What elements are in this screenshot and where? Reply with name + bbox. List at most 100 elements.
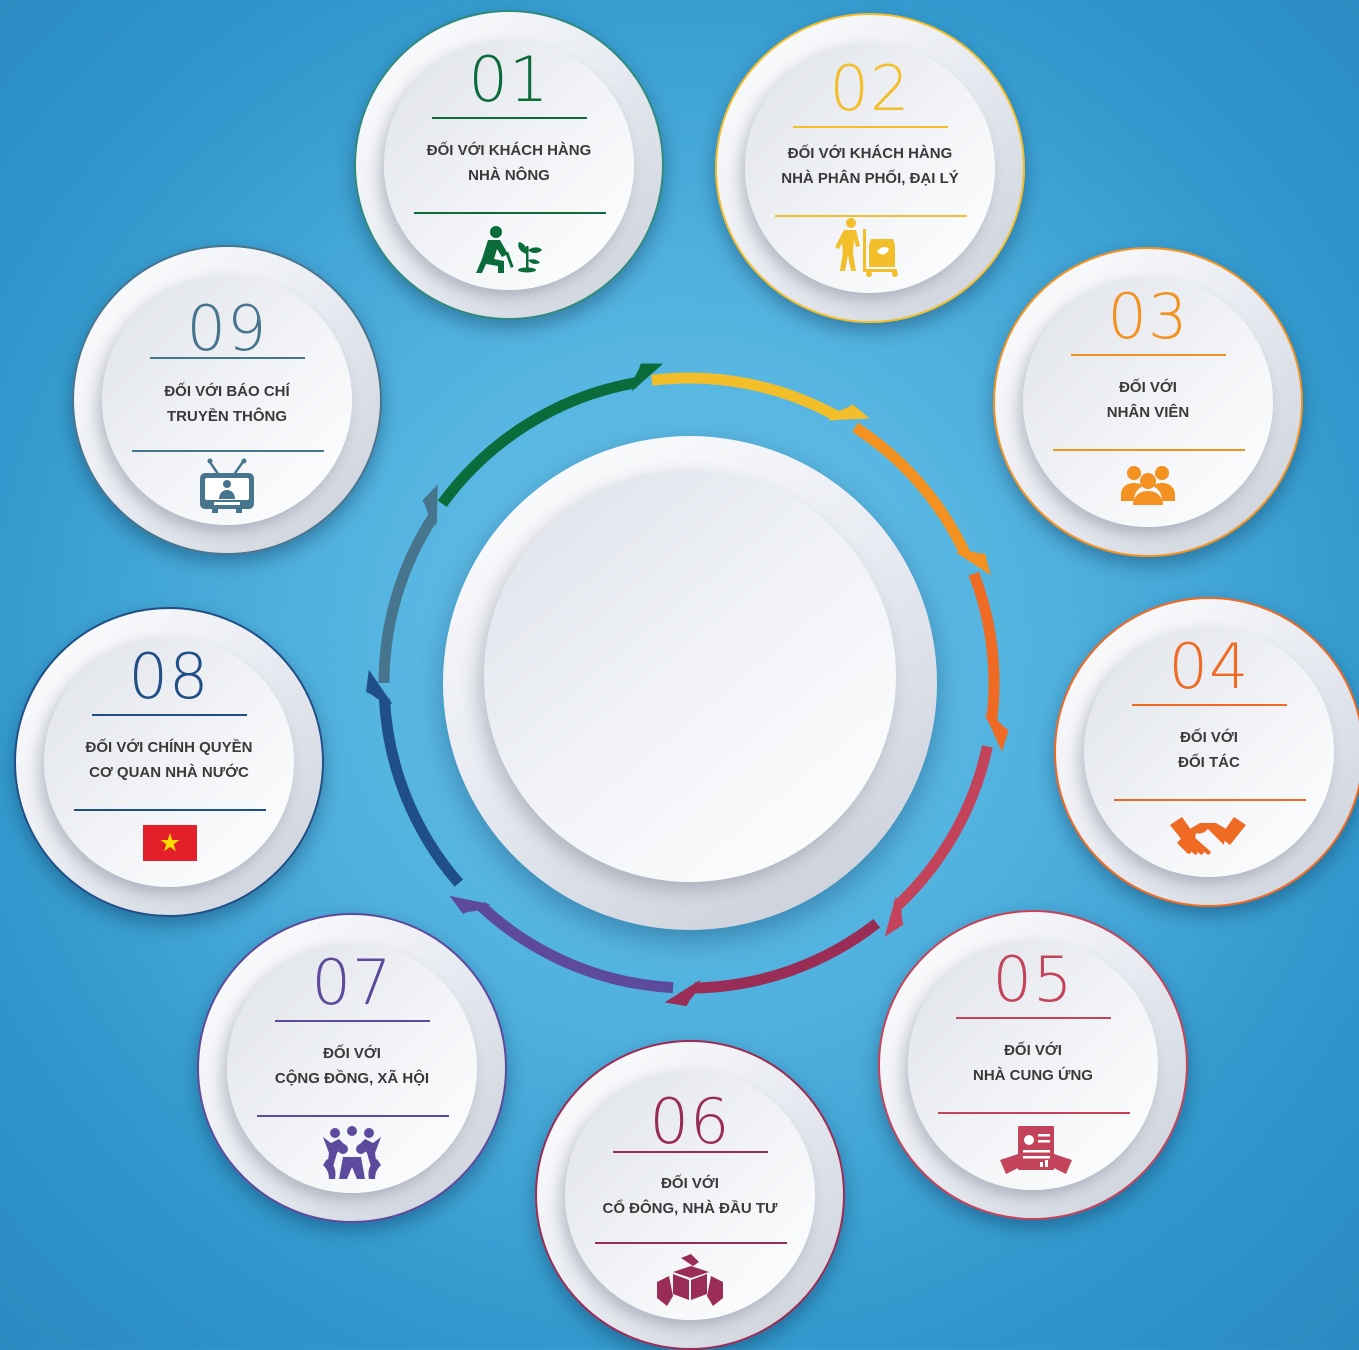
node-03: 03 ĐỐI VỚI NHÂN VIÊN (993, 247, 1303, 557)
people-group-icon (1121, 466, 1175, 505)
number-underline (275, 1020, 430, 1022)
arrow-04 (968, 571, 1009, 752)
title-line: ĐỐI VỚI (661, 1175, 719, 1192)
arrow-05-bend (893, 905, 902, 920)
title-line: ĐỐI VỚI (1119, 379, 1177, 396)
arrow-09 (378, 484, 438, 684)
number-underline (1071, 354, 1226, 356)
title-line: NHÀ PHÂN PHỐI, ĐẠI LÝ (781, 170, 959, 187)
node-number: 05 (992, 943, 1074, 1016)
number-underline (92, 714, 247, 716)
arrow-07-bend (467, 902, 482, 912)
node-title: ĐỐI VỚI KHÁCH HÀNG NHÀ NÔNG (374, 138, 644, 188)
node-09: 09 ĐỐI VỚI BÁO CHÍ TRUYỀN THÔNG (72, 245, 382, 555)
title-line: ĐỐI TÁC (1178, 754, 1240, 771)
arrow-03-shaft (852, 422, 971, 557)
node-07: 07 ĐỐI VỚI CỘNG ĐỒNG, XÃ HỘI (197, 913, 507, 1223)
node-title: ĐỐI VỚI ĐỐI TÁC (1074, 725, 1344, 775)
title-divider (257, 1115, 449, 1117)
node-number: 06 (649, 1085, 731, 1158)
arrow-05 (884, 745, 993, 937)
node-number: 09 (186, 292, 268, 365)
arrow-01-shaft (437, 377, 637, 507)
arrow-05-shaft (893, 745, 993, 911)
node-face (384, 40, 634, 290)
number-underline (432, 117, 587, 119)
arrow-03-head (955, 552, 991, 576)
title-line: NHÂN VIÊN (1106, 404, 1190, 421)
node-face (565, 1070, 815, 1320)
node-01: 01 ĐỐI VỚI KHÁCH HÀNG NHÀ NÔNG (354, 10, 664, 320)
title-line: ĐỐI VỚI (1004, 1042, 1062, 1059)
title-divider (595, 1242, 787, 1244)
node-title: ĐỐI VỚI CHÍNH QUYỀN CƠ QUAN NHÀ NƯỚC (34, 735, 304, 785)
node-05: 05 ĐỐI VỚI NHÀ CUNG ỨNG (878, 910, 1188, 1220)
title-line: CỘNG ĐỒNG, XÃ HỘI (274, 1070, 430, 1087)
title-divider (1114, 799, 1306, 801)
arrow-01 (437, 363, 664, 507)
arrow-04-shaft (968, 571, 1000, 721)
title-divider (74, 809, 266, 811)
vietnam-flag-icon (143, 825, 197, 861)
arrow-03-bend (964, 550, 979, 562)
arrow-02 (651, 372, 870, 422)
arrow-09-shaft (378, 513, 438, 684)
arrow-04-bend (988, 717, 1004, 733)
node-02: 02 ĐỐI VỚI KHÁCH HÀNG NHÀ PHÂN PHỐI, ĐẠI… (715, 13, 1025, 323)
title-divider (414, 212, 606, 214)
title-divider (938, 1112, 1130, 1114)
title-divider (775, 215, 967, 217)
arrow-03 (852, 422, 991, 576)
node-title: ĐỐI VỚI BÁO CHÍ TRUYỀN THÔNG (92, 379, 362, 429)
community-people-icon (323, 1126, 381, 1179)
farmer-planting-icon (476, 226, 542, 273)
arrow-08-shaft (378, 698, 463, 887)
supply-document-icon (1000, 1126, 1072, 1174)
title-line: ĐỐI VỚI CHÍNH QUYỀN (85, 739, 253, 756)
title-line: ĐỐI VỚI (323, 1045, 381, 1062)
node-number: 07 (311, 946, 393, 1019)
node-title: ĐỐI VỚI CỔ ĐÔNG, NHÀ ĐẦU TƯ (555, 1171, 825, 1221)
title-line: ĐỐI VỚI KHÁCH HÀNG (426, 142, 592, 159)
node-title: ĐỐI VỚI NHÀ CUNG ỨNG (898, 1038, 1168, 1088)
hands-investment-icon (657, 1254, 723, 1306)
arrow-09-bend (425, 503, 438, 519)
node-04: 04 ĐỐI VỚI ĐỐI TÁC (1054, 597, 1359, 907)
title-line: NHÀ NÔNG (468, 167, 550, 184)
title-line: TRUYỀN THÔNG (167, 408, 287, 425)
node-title: ĐỐI VỚI NHÂN VIÊN (1013, 375, 1283, 425)
arrow-06 (664, 919, 881, 1007)
arrow-02-shaft (651, 372, 840, 422)
arrow-08-bend (371, 688, 387, 703)
node-number: 03 (1107, 280, 1189, 353)
title-line: ĐỐI VỚI KHÁCH HÀNG (787, 145, 953, 162)
node-number: 08 (128, 640, 210, 713)
title-line: NHÀ CUNG ỨNG (973, 1067, 1093, 1084)
node-title: ĐỐI VỚI CỘNG ĐỒNG, XÃ HỘI (217, 1041, 487, 1091)
node-face (1084, 627, 1334, 877)
title-line: ĐỐI VỚI BÁO CHÍ (164, 383, 290, 400)
number-underline (150, 357, 305, 359)
arrow-07-shaft (477, 902, 674, 994)
arrow-01-bend (632, 369, 646, 385)
arrow-06-bend (683, 985, 698, 1001)
hand-truck-worker-icon (835, 218, 898, 277)
television-icon (200, 458, 254, 513)
node-number: 01 (468, 43, 550, 116)
arrow-07 (449, 895, 674, 994)
node-06: 06 ĐỐI VỚI CỔ ĐÔNG, NHÀ ĐẦU TƯ (535, 1040, 845, 1350)
arrow-02-bend (835, 407, 851, 420)
title-line: CỔ ĐÔNG, NHÀ ĐẦU TƯ (602, 1200, 778, 1217)
arrow-06-shaft (694, 919, 881, 994)
node-title: ĐỐI VỚI KHÁCH HÀNG NHÀ PHÂN PHỐI, ĐẠI LÝ (735, 141, 1005, 191)
number-underline (1132, 704, 1287, 706)
title-divider (1053, 449, 1245, 451)
handshake-icon (1170, 817, 1246, 855)
number-underline (793, 126, 948, 128)
center-circle-inner (484, 470, 896, 882)
node-08: 08 ĐỐI VỚI CHÍNH QUYỀN CƠ QUAN NHÀ NƯỚC (14, 607, 324, 917)
node-number: 02 (829, 52, 911, 125)
node-number: 04 (1168, 630, 1250, 703)
